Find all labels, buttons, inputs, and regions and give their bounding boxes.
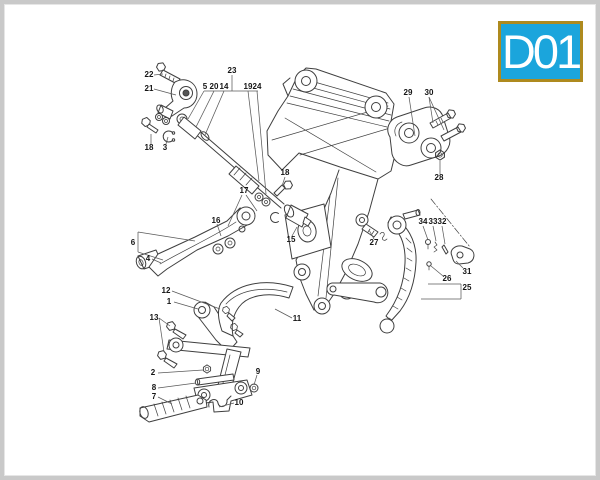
callout-13: 13 — [149, 313, 159, 322]
callout-6: 6 — [130, 238, 136, 247]
callout-7: 7 — [151, 392, 157, 401]
heel-guard — [218, 282, 294, 338]
callout-29: 29 — [403, 88, 413, 97]
callout-16: 16 — [211, 216, 221, 225]
tie-rod — [176, 113, 312, 228]
callout-26: 26 — [442, 274, 452, 283]
callout-21: 21 — [144, 84, 154, 93]
callout-31: 31 — [462, 267, 472, 276]
callout-10: 10 — [234, 398, 244, 407]
callout-32: 32 — [437, 217, 447, 226]
callout-25: 25 — [462, 283, 472, 292]
leader-lines — [137, 73, 464, 408]
shift-arm — [135, 206, 256, 277]
callout-20: 20 — [209, 82, 219, 91]
callout-12: 12 — [161, 286, 171, 295]
callout-5: 5 — [202, 82, 208, 91]
switch-small-parts — [425, 198, 475, 271]
callout-33: 33 — [428, 217, 438, 226]
callout-19: 19 — [243, 82, 253, 91]
callout-14: 14 — [219, 82, 229, 91]
callout-3: 3 — [162, 143, 168, 152]
callout-15: 15 — [286, 235, 296, 244]
callout-11: 11 — [292, 314, 302, 323]
callout-18: 18 — [144, 143, 154, 152]
callout-1: 1 — [166, 297, 172, 306]
callout-9: 9 — [255, 367, 261, 376]
callout-4: 4 — [145, 254, 151, 263]
callout-23: 23 — [227, 66, 237, 75]
callout-22: 22 — [144, 70, 154, 79]
footpeg — [139, 394, 208, 423]
page-code-label: D01 — [501, 25, 582, 78]
page-code-badge: D01 — [498, 21, 583, 82]
callout-2: 2 — [150, 368, 156, 377]
shift-lever-assembly — [140, 60, 198, 143]
callout-8: 8 — [151, 383, 157, 392]
frame-plate — [266, 67, 398, 315]
callout-18: 18 — [280, 168, 290, 177]
callout-24: 24 — [252, 82, 262, 91]
callout-17: 17 — [239, 186, 249, 195]
callout-28: 28 — [434, 173, 444, 182]
callout-30: 30 — [424, 88, 434, 97]
brake-pedal — [355, 209, 421, 334]
callout-34: 34 — [418, 217, 428, 226]
callout-27: 27 — [369, 238, 379, 247]
